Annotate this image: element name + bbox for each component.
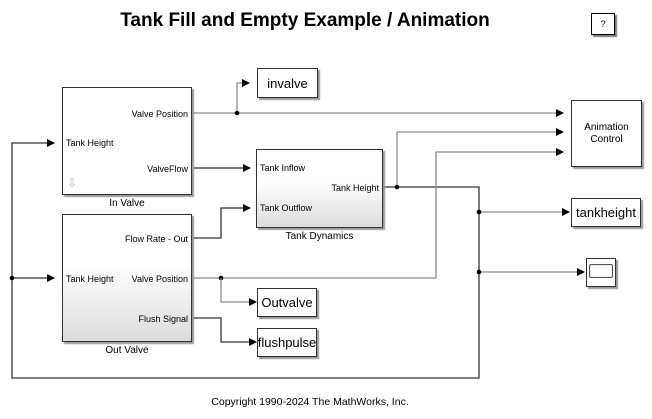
out-valve-port-flow-rate-out: Flow Rate - Out xyxy=(124,234,188,244)
down-arrow-icon: ⇩ xyxy=(67,176,78,190)
branch-point xyxy=(394,184,400,190)
tank-dynamics-port-height: Tank Height xyxy=(331,183,379,193)
in-valve-port-tank-height: Tank Height xyxy=(66,138,114,148)
outvalve-block[interactable]: Outvalve xyxy=(257,288,317,317)
wire-to-invalve[interactable] xyxy=(236,79,250,113)
wire-height-to-anim[interactable] xyxy=(396,128,564,187)
tankheight-block[interactable]: tankheight xyxy=(571,198,641,227)
wire-to-outvalve[interactable] xyxy=(220,278,257,306)
animation-control-block[interactable]: Animation Control xyxy=(571,100,642,167)
wire-flush-signal[interactable] xyxy=(191,317,257,346)
out-valve-port-valve-position: Valve Position xyxy=(131,274,188,284)
invalve-block[interactable]: invalve xyxy=(257,68,318,98)
out-valve-port-tank-height: Tank Height xyxy=(66,274,114,284)
branch-point xyxy=(234,110,240,116)
out-valve-block[interactable]: Flow Rate - Out Tank Height Valve Positi… xyxy=(62,214,192,342)
wire-flowrate-out[interactable] xyxy=(191,204,251,239)
branch-point xyxy=(476,269,482,275)
in-valve-port-valve-position: Valve Position xyxy=(131,109,188,119)
wire-tank-height[interactable] xyxy=(11,139,480,379)
out-valve-label: Out Valve xyxy=(105,345,149,356)
tank-dynamics-block[interactable]: Tank Inflow Tank Height Tank Outflow xyxy=(256,149,383,228)
tank-dynamics-label: Tank Dynamics xyxy=(285,231,354,242)
wire-outvalve-position[interactable] xyxy=(191,148,564,279)
tank-dynamics-port-outflow: Tank Outflow xyxy=(260,203,313,213)
scope-block[interactable] xyxy=(586,258,616,287)
out-valve-port-flush-signal: Flush Signal xyxy=(138,314,188,324)
animation-control-label: Animation Control xyxy=(584,121,629,145)
flushpulse-block[interactable]: flushpulse xyxy=(257,328,317,357)
scope-icon xyxy=(589,263,613,278)
tank-dynamics-port-inflow: Tank Inflow xyxy=(260,163,306,173)
model-title: Tank Fill and Empty Example / Animation xyxy=(120,10,490,31)
branch-point xyxy=(476,209,482,215)
branch-point xyxy=(9,275,15,281)
copyright-text: Copyright 1990-2024 The MathWorks, Inc. xyxy=(211,396,409,408)
help-button[interactable]: ? xyxy=(591,13,615,35)
in-valve-label: In Valve xyxy=(109,198,145,209)
in-valve-port-valveflow: ValveFlow xyxy=(147,164,188,174)
in-valve-block[interactable]: Valve Position Tank Height ValveFlow ⇩ xyxy=(62,87,192,195)
